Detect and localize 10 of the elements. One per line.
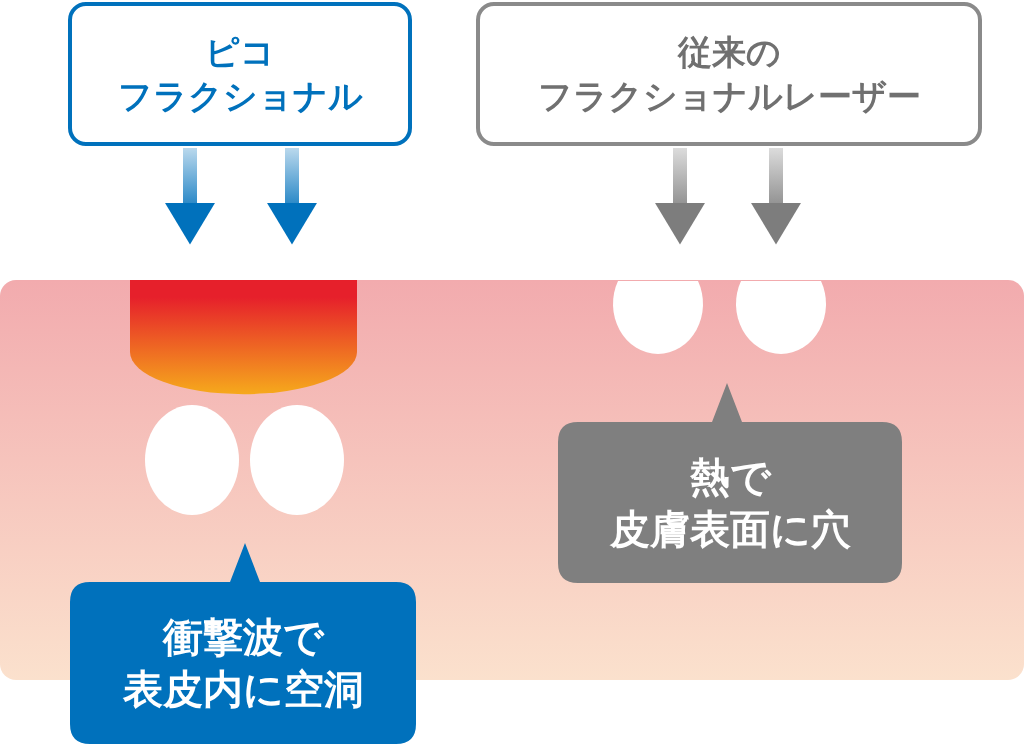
arrow: [266, 148, 318, 245]
box-label: ピコフラクショナル: [117, 30, 363, 118]
arrow: [654, 148, 706, 245]
arrow: [750, 148, 802, 245]
label-box: [476, 2, 982, 146]
callout-text: 衝撃波で表皮内に空洞: [122, 613, 364, 714]
callout-text: 熱で皮膚表面に穴: [609, 452, 851, 554]
arrow: [164, 148, 216, 245]
box-label: 従来のフラクショナルレーザー: [537, 30, 921, 118]
label-box: [68, 2, 412, 146]
